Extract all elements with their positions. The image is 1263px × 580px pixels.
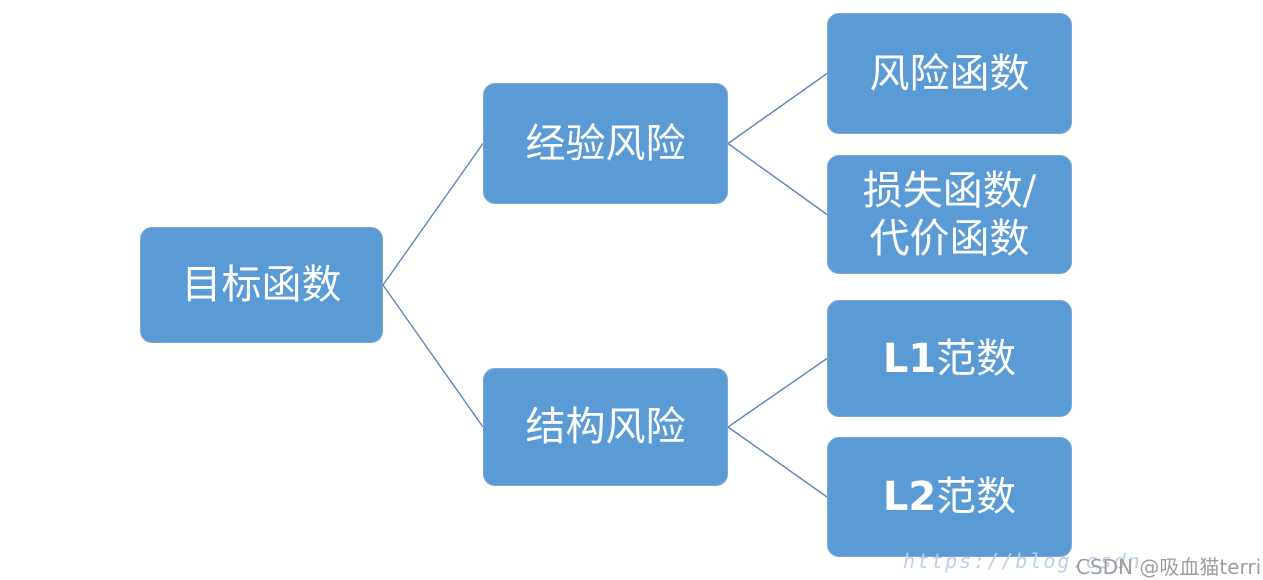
node-label: 经验风险 [525,120,686,167]
node-label-latin: L2 [882,474,937,520]
csdn-user-watermark: CSDN @吸血猫terri [1076,555,1262,579]
node-structural-risk: 结构风险 [483,368,728,486]
node-loss-cost-function: 损失函数/ 代价函数 [827,155,1072,274]
node-label: 损失函数/ 代价函数 [862,167,1037,262]
node-label: L2范数 [883,473,1016,521]
node-objective-function: 目标函数 [140,227,383,343]
url-watermark: https://blog.csdn [903,549,1142,573]
node-label-cjk: 范数 [936,474,1017,520]
node-risk-function: 风险函数 [827,13,1072,134]
node-label: 目标函数 [181,262,342,308]
node-l2-norm: L2范数 [827,437,1072,557]
node-label-latin: L1 [882,335,937,382]
node-label: 风险函数 [869,50,1030,97]
node-l1-norm: L1范数 [827,300,1072,417]
node-label-cjk: 范数 [936,335,1017,382]
node-label: 结构风险 [525,404,686,450]
node-label: L1范数 [883,335,1016,383]
node-empirical-risk: 经验风险 [483,83,728,204]
